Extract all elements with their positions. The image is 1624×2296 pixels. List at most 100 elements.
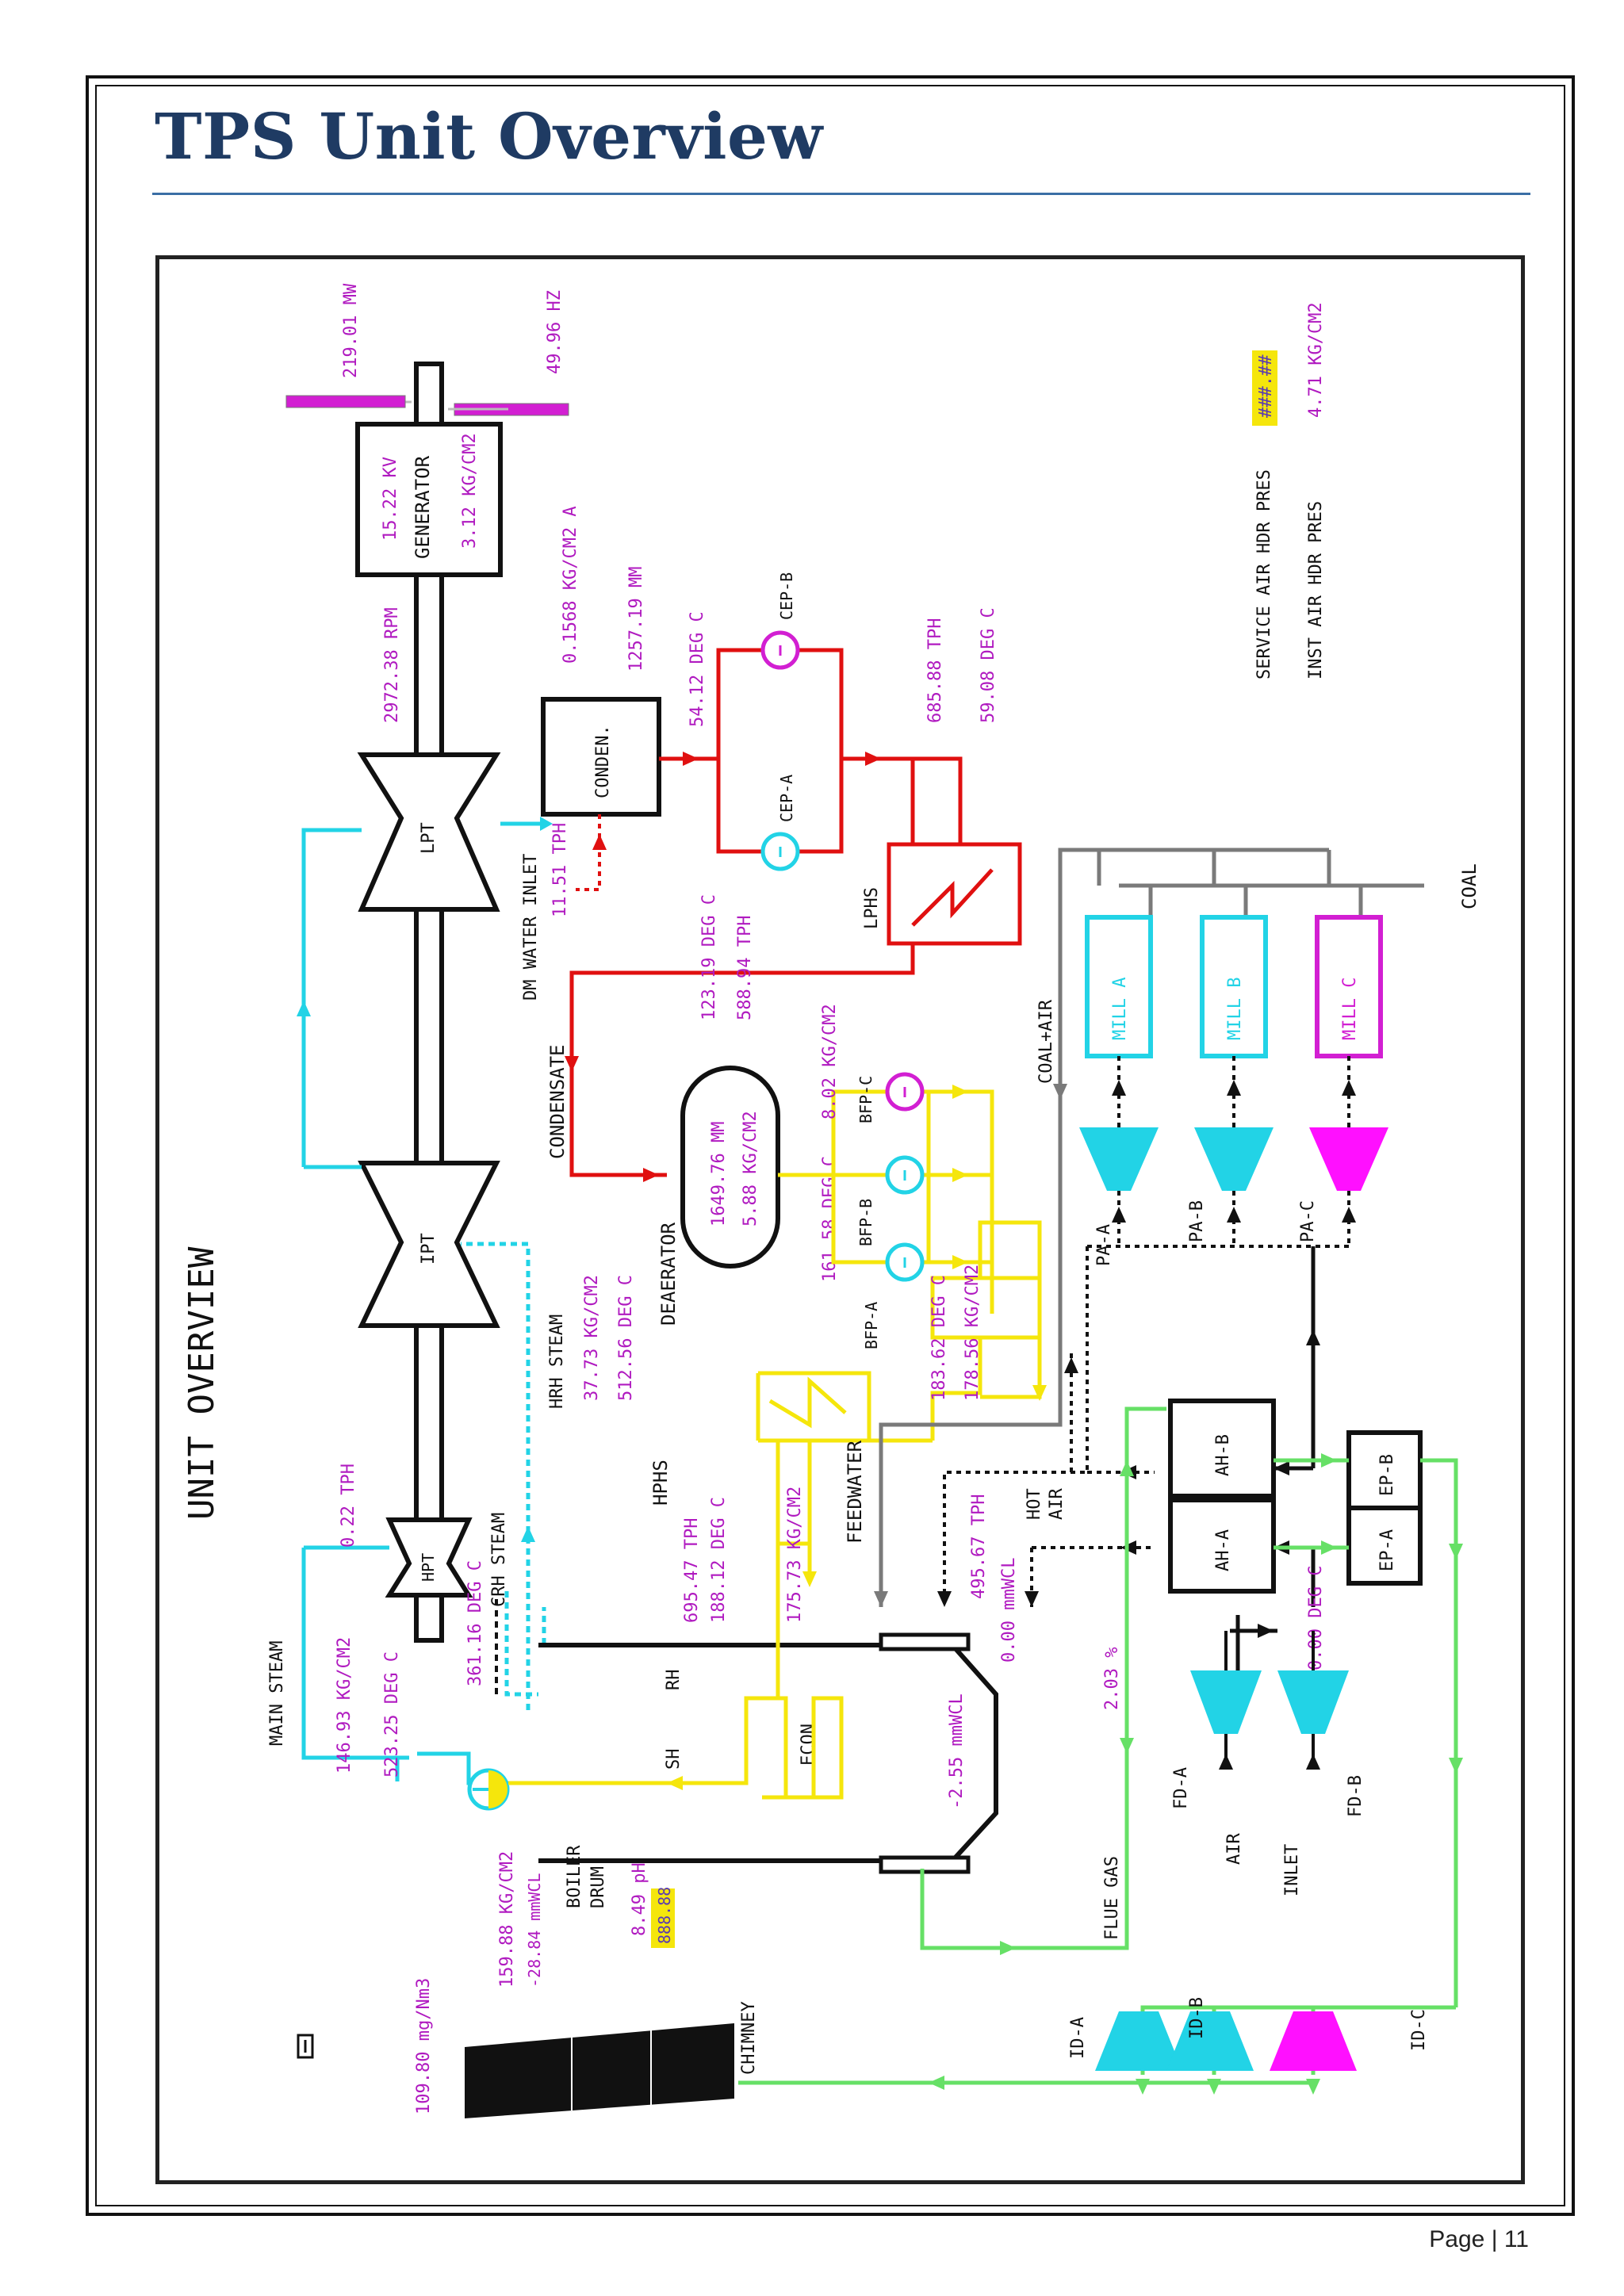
generator-label: GENERATOR <box>412 455 434 559</box>
flow-arrow-da <box>643 1168 659 1182</box>
drum-level: -28.84 mmWCL <box>525 1873 544 1988</box>
crh-label: CRH STEAM <box>489 1513 509 1607</box>
bfp-b-pump <box>885 1155 925 1195</box>
boiler-top-port <box>879 1632 971 1651</box>
ah-b-label: AH-B <box>1213 1434 1233 1476</box>
boiler-rh-label: RH <box>664 1670 684 1691</box>
hrh-pressure: 37.73 KG/CM2 <box>582 1275 602 1401</box>
ep-b-label: EP-B <box>1377 1454 1397 1496</box>
flow-arrow-air <box>1306 1330 1320 1345</box>
lphs-label: LPHS <box>862 887 882 929</box>
page-title: TPS Unit Overview <box>155 99 823 174</box>
condensate-label: CONDENSATE <box>546 1045 569 1160</box>
bfp-c-label: BFP-C <box>856 1076 875 1123</box>
hphs-label: HPHS <box>649 1460 672 1506</box>
flow-arrow-bfp2 <box>952 1085 968 1099</box>
main-steam-temp: 523.25 DEG C <box>382 1651 402 1777</box>
dm-water-label: DM WATER INLET <box>521 854 541 1001</box>
bfp-b-label: BFP-B <box>856 1199 875 1246</box>
hpt-turbine <box>385 1517 473 1598</box>
flow-arrow-cep <box>865 752 881 766</box>
flow-arrow-condensate <box>565 1056 579 1072</box>
main-steam-label: MAIN STEAM <box>267 1641 287 1746</box>
hrh-line <box>461 1242 530 1710</box>
hrh-temp: 512.56 DEG C <box>616 1275 636 1401</box>
hpt-label: HPT <box>419 1553 438 1582</box>
boiler-draft-top: 0.00 mmWCL <box>999 1558 1019 1663</box>
id-a-label: ID-A <box>1068 2017 1088 2059</box>
coal-air-lines <box>879 848 1424 1607</box>
fd-a-fan <box>1190 1670 1262 1734</box>
cep-b-pump <box>760 630 800 670</box>
service-air-value-box <box>1252 350 1277 426</box>
ah-b-box <box>1168 1399 1276 1498</box>
deaerator-tank <box>680 1066 780 1269</box>
diagram-heading: UNIT OVERVIEW <box>182 1246 222 1520</box>
flue-arrows <box>929 1453 1463 2095</box>
fd-arrows <box>1219 1624 1320 1770</box>
lpt-label: LPT <box>419 822 439 854</box>
dm-water-line <box>576 814 601 891</box>
bfp-disch: 178.56 KG/CM2 <box>963 1265 982 1401</box>
turbine-rpm: 2972.38 RPM <box>382 607 402 723</box>
status-indicator <box>297 2034 314 2059</box>
mill-b <box>1200 915 1268 1058</box>
coal-label: COAL <box>1458 863 1480 909</box>
service-air-value: ###.## <box>1256 354 1276 418</box>
hphs-pressure: 175.73 KG/CM2 <box>785 1487 805 1623</box>
footer-label: Page <box>1429 2226 1485 2252</box>
hphs-heater <box>756 1371 871 1443</box>
deaerator-level: 1649.76 MM <box>709 1122 729 1226</box>
page-frame-inner <box>95 85 1565 2206</box>
fd-b-label: FD-B <box>1346 1775 1365 1817</box>
lphs-coil <box>911 868 994 927</box>
flue-gas-o2: 2.03 % <box>1102 1647 1122 1710</box>
drum-label-2: DRUM <box>588 1866 608 1908</box>
deaerator-pressure: 5.88 KG/CM2 <box>741 1111 760 1226</box>
flow-arrow-steam <box>297 1001 311 1016</box>
hot-air-l2: AIR <box>1047 1488 1067 1520</box>
flow-arrow-feedwater2 <box>1032 1385 1047 1401</box>
bfp-a-pump <box>885 1242 925 1282</box>
hz-value: 49.96 HZ <box>545 290 565 374</box>
fd-b-fan <box>1277 1670 1349 1734</box>
page-footer: Page | 11 <box>1429 2226 1529 2253</box>
boiler-drum <box>467 1768 510 1811</box>
flow-arrow-dm <box>592 834 607 850</box>
condenser-temp: 54.12 DEG C <box>688 611 707 727</box>
coal-air-label: COAL+AIR <box>1036 999 1056 1084</box>
condenser-level: 1257.19 MM <box>626 567 646 672</box>
fd-a-label: FD-A <box>1171 1767 1191 1809</box>
pa-a-label: PA-A <box>1094 1224 1114 1266</box>
hphs-flow: 695.47 TPH <box>682 1518 702 1623</box>
cep-flow: 685.88 TPH <box>925 618 945 723</box>
generator-kv: 15.22 KV <box>381 457 400 541</box>
lphs-flow: 588.94 TPH <box>735 916 755 1020</box>
ah-temp: 0.00 DEG C <box>1306 1566 1326 1670</box>
condenser-vacuum: 0.1568 KG/CM2 A <box>561 506 580 664</box>
mw-bar <box>285 395 406 408</box>
pa-a-fan <box>1079 1127 1159 1191</box>
dm-water-flow: 11.51 TPH <box>550 823 570 917</box>
lphs-temp: 123.19 DEG C <box>699 894 719 1020</box>
ipt-turbine <box>358 1161 500 1328</box>
lpt-turbine <box>357 752 501 912</box>
fd-inlet-label: INLET <box>1282 1844 1302 1896</box>
flow-arrow-coal2 <box>874 1591 888 1607</box>
id-a-fan <box>1095 2011 1182 2071</box>
mw-value: 219.01 MW <box>341 283 361 378</box>
ep-b-box <box>1346 1430 1423 1510</box>
ep-a-label: EP-A <box>1377 1529 1397 1571</box>
drum-label-1: BOILER <box>565 1845 584 1908</box>
flow-arrow-hrh <box>521 1526 535 1542</box>
hrh-label: HRH STEAM <box>547 1314 567 1409</box>
flow-arrow-sh <box>667 1776 683 1790</box>
boiler-body <box>538 1643 998 1863</box>
cep-b-label: CEP-B <box>777 572 796 620</box>
page-number: 11 <box>1503 2226 1529 2252</box>
flow-arrow-feedwater <box>802 1571 817 1587</box>
drum-pressure: 159.88 KG/CM2 <box>497 1851 517 1988</box>
flow-arrow-bfp3 <box>952 1255 968 1269</box>
bfp-temp: 183.62 DEG C <box>929 1275 949 1401</box>
flow-arrow-lpt <box>540 817 553 831</box>
